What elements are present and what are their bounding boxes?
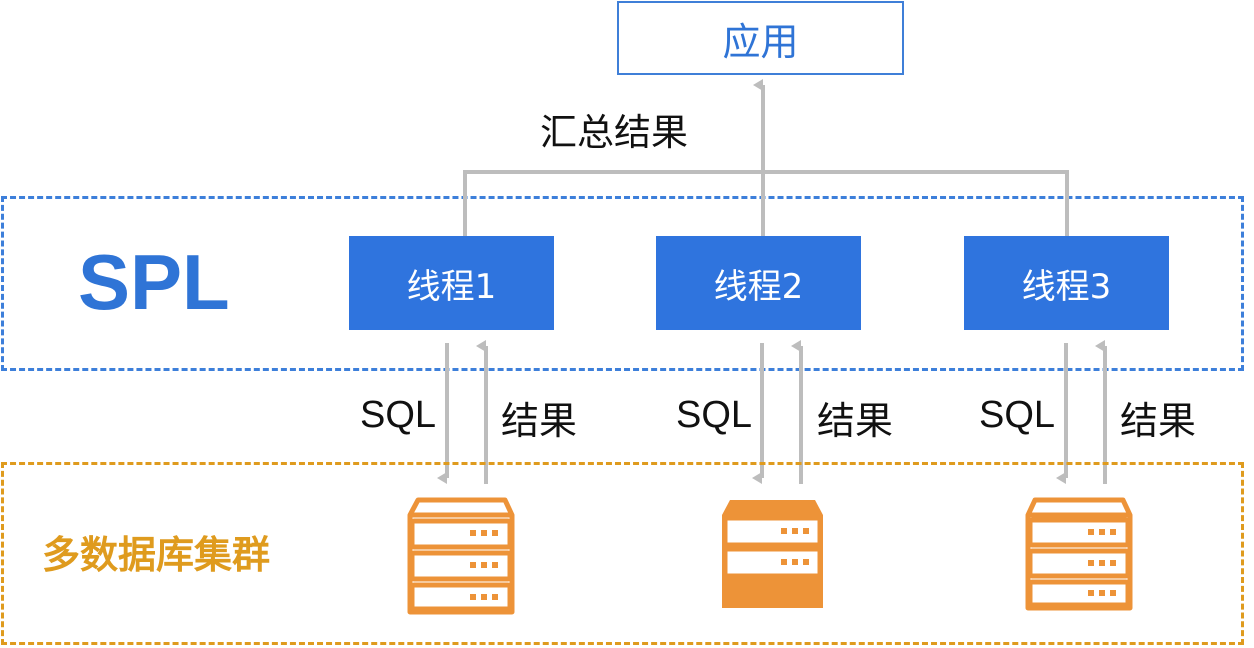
thread-label-3: 线程3 — [1021, 266, 1112, 307]
database-cluster-label: 多数据库集群 — [42, 533, 271, 577]
summary-connector — [463, 170, 1069, 238]
summary-result-label: 汇总结果 — [540, 111, 688, 154]
sql-label-3: SQL — [979, 394, 1056, 436]
result-label-1: 结果 — [501, 399, 578, 443]
app-box: 应用 — [617, 1, 904, 75]
thread-box-3: 线程3 — [964, 236, 1169, 330]
sql-label-1: SQL — [360, 394, 437, 436]
database-server-icon-2 — [722, 500, 823, 608]
thread-box-1: 线程1 — [349, 236, 554, 330]
thread-box-2: 线程2 — [656, 236, 861, 330]
sql-label-2: SQL — [676, 394, 753, 436]
database-server-icon-3 — [1025, 497, 1133, 611]
app-label: 应用 — [722, 19, 799, 64]
database-cluster-region — [1, 462, 1244, 645]
summary-branch-line — [463, 170, 1069, 238]
spl-region — [1, 196, 1244, 371]
thread-label-2: 线程2 — [713, 266, 804, 307]
database-server-icon-1 — [407, 497, 515, 615]
result-label-3: 结果 — [1120, 399, 1197, 443]
thread-label-1: 线程1 — [406, 266, 497, 307]
spl-label: SPL — [78, 238, 230, 326]
result-label-2: 结果 — [817, 399, 894, 443]
